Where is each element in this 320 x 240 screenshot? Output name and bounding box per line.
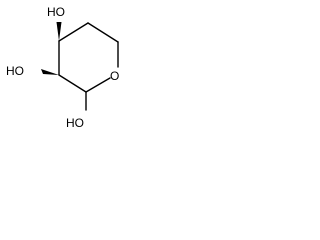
hydroxyl-label-top: HO	[47, 5, 65, 19]
bond-c3-c4	[58, 22, 89, 42]
molecule-structure: HO HO HO O	[6, 5, 119, 130]
bond-o-c1	[85, 77, 111, 93]
bond-c4-c5	[87, 22, 119, 43]
hydroxyl-label-middle: HO	[6, 64, 24, 78]
hydroxyl-label-bottom: HO	[66, 116, 84, 130]
bond-c1-c2	[58, 74, 87, 93]
wedge-bond-c3-oh	[56, 22, 62, 41]
ring-oxygen-label: O	[110, 69, 119, 83]
wedge-bond-c2-oh	[41, 69, 59, 75]
